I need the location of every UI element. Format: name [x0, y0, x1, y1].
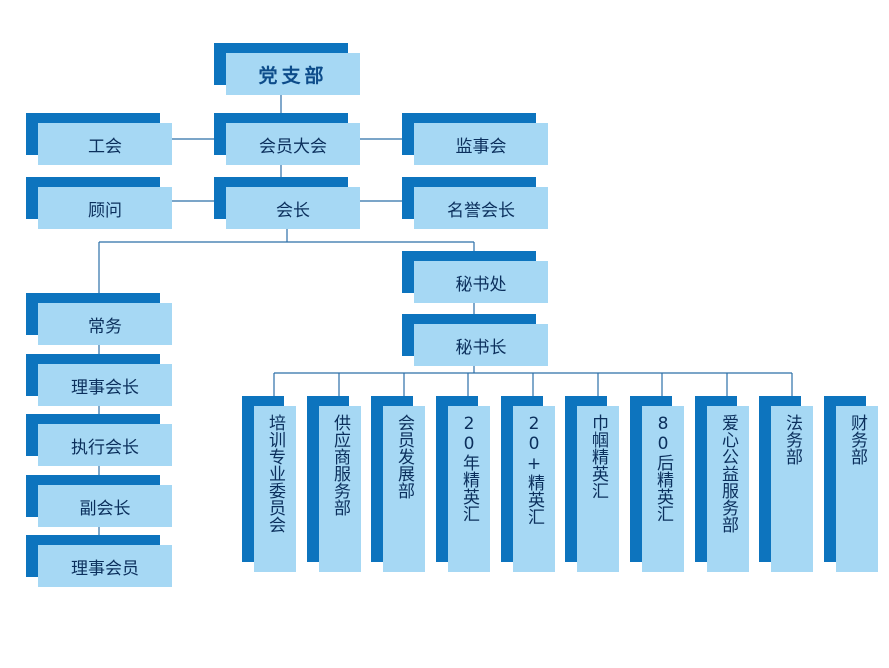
honorary-president-box: 名誉会长: [402, 177, 548, 229]
secretariat-label: 秘书处: [455, 274, 507, 295]
left-column-item: 常务: [26, 293, 172, 345]
labor-union-label: 工会: [88, 136, 122, 157]
left-column-label: 理事会长: [71, 377, 139, 398]
left-column-label: 常务: [88, 316, 122, 337]
advisor-box: 顾问: [26, 177, 172, 229]
left-column-item: 副会长: [26, 475, 172, 527]
secretary-general-label: 秘书长: [455, 337, 507, 358]
department-label: 巾帼精英汇: [588, 414, 608, 499]
department-box: 供应商服务部: [307, 396, 361, 572]
secretary-general-box: 秘书长: [402, 314, 548, 366]
president-label: 会长: [276, 200, 310, 221]
department-box: 法务部: [759, 396, 813, 572]
supervisory-board-label: 监事会: [455, 136, 507, 157]
department-label: 财务部: [847, 414, 867, 465]
department-box: 巾帼精英汇: [565, 396, 619, 572]
labor-union-box: 工会: [26, 113, 172, 165]
general-assembly-label: 会员大会: [259, 136, 327, 157]
left-column-item: 执行会长: [26, 414, 172, 466]
party-branch-box: 党支部: [214, 43, 360, 95]
department-label: 20年精英汇: [459, 414, 479, 522]
department-box: 20+精英汇: [501, 396, 555, 572]
left-column-label: 副会长: [79, 498, 131, 519]
department-box: 爱心公益服务部: [695, 396, 749, 572]
advisor-label: 顾问: [88, 200, 122, 221]
department-box: 会员发展部: [371, 396, 425, 572]
secretariat-box: 秘书处: [402, 251, 548, 303]
department-label: 培训专业委员会: [265, 414, 285, 533]
left-column-item: 理事会员: [26, 535, 172, 587]
supervisory-board-box: 监事会: [402, 113, 548, 165]
general-assembly-box: 会员大会: [214, 113, 360, 165]
honorary-president-label: 名誉会长: [447, 200, 515, 221]
department-label: 爱心公益服务部: [718, 414, 738, 533]
department-box: 80后精英汇: [630, 396, 684, 572]
department-label: 20+精英汇: [524, 414, 544, 525]
department-box: 财务部: [824, 396, 878, 572]
department-label: 供应商服务部: [330, 414, 350, 516]
left-column-label: 执行会长: [71, 437, 139, 458]
department-label: 80后精英汇: [653, 414, 673, 522]
left-column-item: 理事会长: [26, 354, 172, 406]
department-label: 法务部: [782, 414, 802, 465]
left-column-label: 理事会员: [71, 558, 139, 579]
department-label: 会员发展部: [394, 414, 414, 499]
president-box: 会长: [214, 177, 360, 229]
department-box: 培训专业委员会: [242, 396, 296, 572]
party-branch-label: 党支部: [258, 64, 328, 87]
department-box: 20年精英汇: [436, 396, 490, 572]
